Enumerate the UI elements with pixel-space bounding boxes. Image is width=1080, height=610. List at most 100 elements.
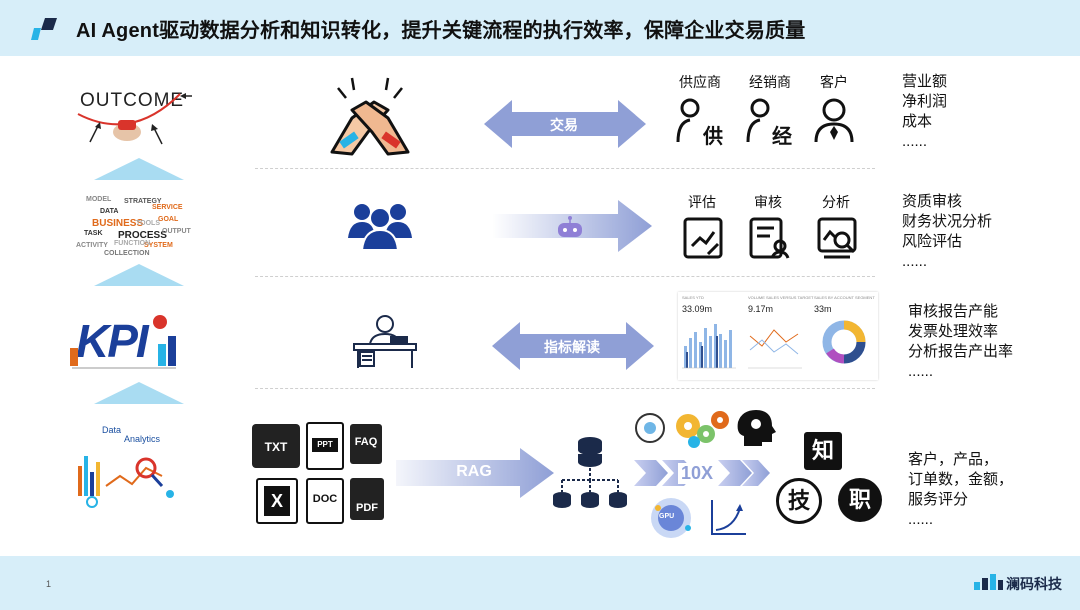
word-cloud-term: SYSTEM (144, 242, 173, 249)
word-cloud-term: TOOLS (136, 220, 160, 227)
brand-logo-icon (31, 18, 57, 40)
footer-band (0, 556, 1080, 610)
customer-person-icon (814, 98, 854, 143)
metric-item: 审核报告产能 (908, 303, 999, 320)
word-cloud-term: GOAL (158, 216, 179, 223)
file-type-label: X (270, 491, 283, 511)
metric-item: 分析报告产出率 (908, 343, 1014, 360)
word-cloud-term: COLLECTION (104, 250, 150, 257)
data-analytics-label: Analytics (124, 434, 161, 444)
faq-file-icon: FAQ (350, 424, 382, 464)
metric-item: ...... (908, 363, 934, 380)
dashboard-mini-charts (682, 320, 866, 369)
word-cloud-term: OUTPUT (162, 228, 191, 235)
page-title: AI Agent驱动数据分析和知识转化，提升关键流程的执行效率，保障企业交易质量 (76, 20, 806, 42)
kpi-metrics: 审核报告产能 发票处理效率 分析报告产出率 ...... (908, 302, 1013, 382)
dashboard-panel-value: 9.17m (748, 304, 774, 314)
rag-arrow (396, 448, 554, 498)
word-cloud-term: DATA (100, 208, 119, 215)
kpi-arrow-label: 指标解读 (544, 339, 600, 355)
gpu-label: GPU (659, 513, 675, 520)
doc-file-icon: DOC (306, 478, 344, 524)
dashboard-panel-value: 33m (814, 304, 832, 314)
supplier-label: 供应商 (679, 74, 721, 90)
skill-glyph: 技 (776, 478, 822, 524)
excel-file-icon: X (256, 478, 298, 524)
metric-item: 服务评分 (908, 491, 969, 508)
ai-brains-gears-icon (635, 410, 776, 448)
word-cloud-term: STRATEGY (124, 198, 162, 205)
metric-item: 风险评估 (902, 233, 963, 250)
audit-label: 审核 (754, 194, 782, 210)
word-cloud-term: PROCESS (118, 230, 167, 241)
row-divider (255, 168, 875, 169)
row-divider (255, 388, 875, 389)
kpi-label: KPI (76, 315, 149, 367)
file-type-label: FAQ (354, 436, 378, 448)
knowledge-glyph: 知 (804, 432, 842, 470)
ppt-file-icon: PPT (306, 422, 344, 470)
gpu-chip-icon (651, 498, 691, 538)
team-icon (348, 204, 412, 250)
distributor-label: 经销商 (749, 74, 791, 90)
job-glyph: 职 (838, 478, 882, 522)
distributor-glyph: 经 (772, 126, 792, 148)
dashboard-panel-title: VOLUME SALES VERSUS TARGET (748, 295, 814, 300)
pdf-file-icon: PDF (350, 478, 384, 520)
metric-item: 客户，产品， (908, 451, 999, 468)
metric-item: ...... (908, 511, 934, 528)
analysis-magnifier-icon (817, 217, 857, 259)
level-up-indicator (94, 382, 184, 404)
level-up-indicator (94, 264, 184, 286)
dashboard-panel-title: SALES BY ACCOUNT SEGMENT (814, 295, 875, 300)
file-type-label: PPT (317, 440, 333, 449)
distributor-person-icon (746, 98, 770, 143)
dashboard-panel-title: SALES YTD (682, 295, 704, 300)
header-band (0, 0, 1080, 56)
speedup-label: 10X (678, 463, 717, 484)
file-type-label: DOC (312, 493, 338, 505)
dashboard-panel-value: 33.09m (682, 304, 713, 314)
customer-label: 客户 (820, 74, 848, 90)
evaluate-label: 评估 (688, 194, 716, 210)
word-cloud-term: MODEL (86, 196, 112, 203)
supplier-person-icon (676, 98, 700, 143)
outcome-target-icon (77, 93, 192, 145)
metric-item: 发票处理效率 (908, 323, 999, 340)
kpi-chart-icon (70, 315, 176, 369)
metric-item: 成本 (902, 113, 933, 130)
word-cloud-term: TASK (84, 230, 103, 237)
metric-item: 财务状况分析 (902, 213, 993, 230)
database-hierarchy-icon (553, 437, 627, 508)
file-type-label: TXT (264, 440, 288, 454)
metric-item: 净利润 (902, 93, 948, 110)
word-cloud-term: ACTIVITY (76, 242, 108, 249)
analyst-at-desk-icon (353, 315, 417, 368)
metric-item: 营业额 (902, 73, 948, 90)
data-analytics-icon (78, 456, 174, 508)
review-metrics: 资质审核 财务状况分析 风险评估 ...... (902, 192, 992, 272)
transaction-metrics: 营业额 净利润 成本 ...... (902, 72, 947, 152)
level-up-indicator (94, 158, 184, 180)
growth-curve-icon (711, 500, 746, 535)
handshake-icon (330, 77, 410, 156)
txt-file-icon: TXT (252, 424, 300, 468)
metric-item: 订单数，金额， (908, 471, 1014, 488)
outcome-label: OUTCOME (80, 90, 185, 111)
rag-arrow-label: RAG (456, 463, 492, 480)
page-number: 1 (46, 579, 52, 589)
metric-item: ...... (902, 253, 928, 270)
kpi-double-arrow (492, 322, 654, 370)
transaction-arrow-label: 交易 (550, 117, 578, 133)
word-cloud-term: BUSINESS (92, 218, 144, 229)
analysis-label: 分析 (822, 194, 850, 210)
file-type-label: PDF (356, 502, 378, 514)
kpi-dashboard: SALES YTD 33.09m VOLUME SALES VERSUS TAR… (678, 292, 878, 380)
knowledge-metrics: 客户，产品， 订单数，金额， 服务评分 ...... (908, 450, 1013, 530)
word-cloud-term: SERVICE (152, 204, 183, 211)
robot-agent-icon (558, 216, 582, 237)
supplier-glyph: 供 (703, 126, 723, 148)
word-cloud-term: FUNCTION (114, 240, 151, 247)
data-analytics-label: Data (102, 425, 122, 435)
evaluate-icon (683, 217, 723, 259)
